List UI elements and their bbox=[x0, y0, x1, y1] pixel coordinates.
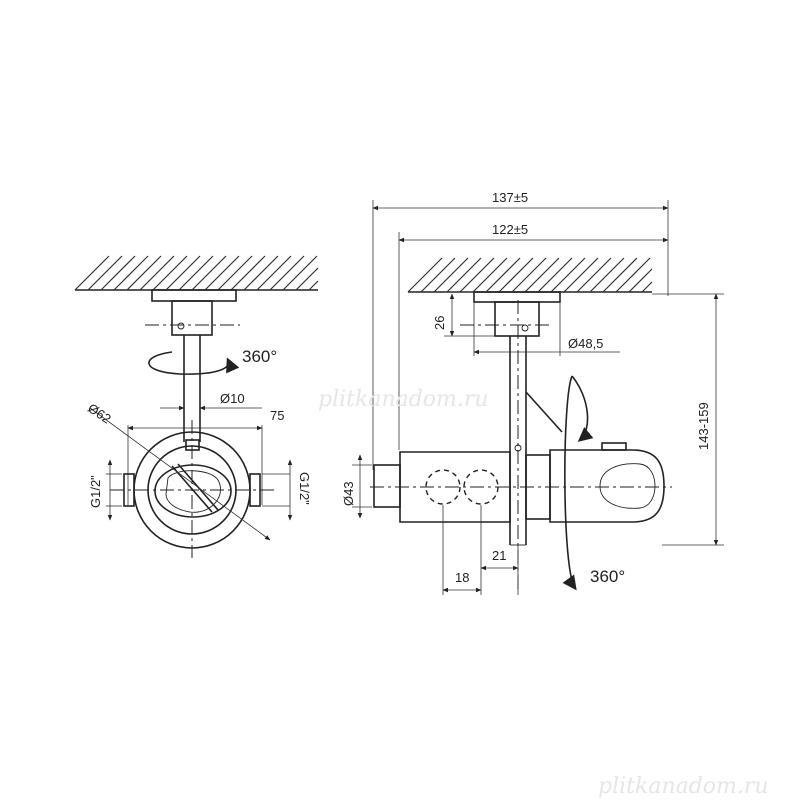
hatch-line bbox=[230, 255, 266, 291]
right-view: 137±5 122±5 143-159 26 Ø48,5 bbox=[341, 190, 724, 595]
handle-top-tab bbox=[601, 442, 627, 451]
mounting-flange-right bbox=[473, 291, 561, 303]
hatch-line bbox=[420, 257, 456, 293]
hatch-line bbox=[165, 255, 201, 291]
hatch-line bbox=[589, 257, 625, 293]
hatch-line bbox=[282, 255, 318, 291]
hatch-line bbox=[459, 257, 495, 293]
mounting-flange-left bbox=[151, 289, 237, 302]
dim-flange-height: 26 bbox=[432, 316, 447, 330]
dim-offset-21: 21 bbox=[492, 548, 506, 563]
control-handle bbox=[549, 449, 665, 523]
hatch-line bbox=[204, 255, 240, 291]
hatch-line bbox=[113, 255, 149, 291]
set-screw-right bbox=[521, 324, 529, 332]
hatch-line bbox=[308, 280, 319, 291]
hatch-line bbox=[524, 257, 560, 293]
hatch-line bbox=[446, 257, 482, 293]
watermark-center: plitkanadom.ru bbox=[318, 387, 489, 412]
dim-thread-right: G1/2" bbox=[297, 472, 312, 505]
ceiling-hatch-right bbox=[407, 257, 653, 293]
dim-inner-width: 122±5 bbox=[492, 222, 528, 237]
hatch-line bbox=[602, 257, 638, 293]
hatch-line bbox=[152, 255, 188, 291]
dim-thread-left: G1/2" bbox=[88, 475, 103, 508]
dim-stem-diameter: Ø10 bbox=[220, 391, 245, 406]
rotation-label-left: 360° bbox=[242, 347, 277, 366]
hatch-line bbox=[191, 255, 227, 291]
dim-flange-diameter: Ø48,5 bbox=[568, 336, 603, 351]
dim-height-range: 143-159 bbox=[696, 402, 711, 450]
hatch-line bbox=[433, 257, 469, 293]
flange-collar-right bbox=[494, 301, 540, 337]
hatch-line bbox=[74, 255, 110, 291]
hatch-line bbox=[498, 257, 534, 293]
hatch-line bbox=[485, 257, 521, 293]
hatch-line bbox=[139, 255, 175, 291]
dim-offset-18: 18 bbox=[455, 570, 469, 585]
hatch-line bbox=[537, 257, 573, 293]
hatch-line bbox=[178, 255, 214, 291]
hatch-line bbox=[100, 255, 136, 291]
hatch-line bbox=[126, 255, 162, 291]
hidden-port-1 bbox=[425, 469, 461, 505]
rotation-label-right: 360° bbox=[590, 567, 625, 586]
hatch-line bbox=[269, 255, 305, 291]
set-screw-left bbox=[177, 322, 185, 330]
hatch-line bbox=[628, 268, 653, 293]
hatch-line bbox=[472, 257, 508, 293]
dim-total-width: 137±5 bbox=[492, 190, 528, 205]
stem-pin bbox=[514, 444, 522, 452]
hatch-line bbox=[295, 267, 319, 291]
dim-body-diameter-right: Ø43 bbox=[341, 481, 356, 506]
hatch-line bbox=[563, 257, 599, 293]
handle-grip bbox=[599, 463, 656, 509]
inlet-pipe bbox=[373, 464, 401, 508]
watermark-bottom-right: plitkanadom.ru bbox=[598, 774, 769, 799]
dim-spacing: 75 bbox=[270, 408, 284, 423]
hatch-line bbox=[217, 255, 253, 291]
rotation-arrow-right bbox=[562, 375, 577, 591]
left-view: 360° Ø10 75 Ø62 G1/2" bbox=[74, 255, 319, 558]
hatch-line bbox=[243, 255, 279, 291]
support-arm bbox=[525, 391, 563, 433]
hatch-line bbox=[256, 255, 292, 291]
hatch-line bbox=[615, 257, 651, 293]
hatch-line bbox=[511, 257, 547, 293]
hatch-line bbox=[87, 255, 123, 291]
hatch-line bbox=[550, 257, 586, 293]
hatch-line bbox=[576, 257, 612, 293]
rotation-arrow-left bbox=[148, 351, 240, 375]
handle-outline bbox=[154, 464, 232, 518]
hatch-line bbox=[407, 257, 443, 293]
flange-collar-left bbox=[171, 300, 213, 336]
valve-body bbox=[399, 451, 511, 523]
ceiling-hatch-left bbox=[74, 255, 319, 291]
hatch-line bbox=[641, 281, 653, 293]
